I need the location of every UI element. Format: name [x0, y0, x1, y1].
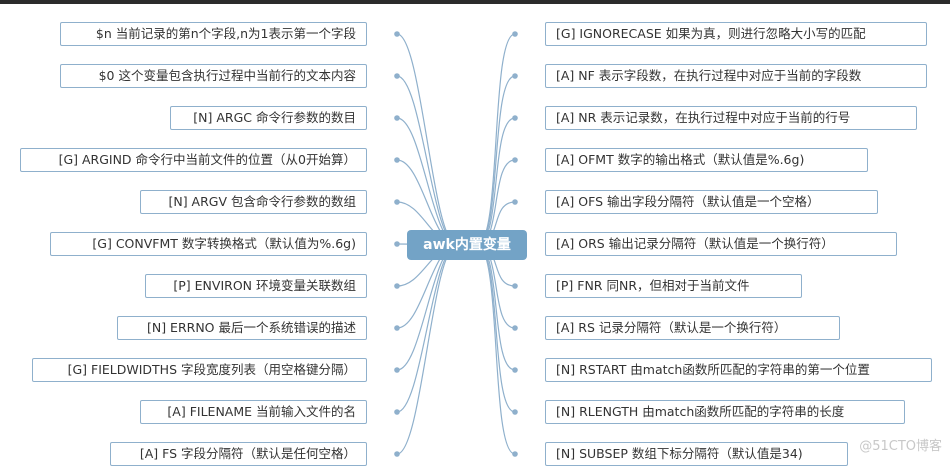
right-node-6[interactable]: [A] ORS 输出记录分隔符（默认值是一个换行符） — [545, 232, 897, 256]
right-node-9-dot — [512, 367, 518, 373]
left-node-6-dot — [394, 241, 400, 247]
left-node-9-dot — [394, 367, 400, 373]
left-node-6[interactable]: [G] CONVFMT 数字转换格式（默认值为%.6g) — [50, 232, 367, 256]
left-node-3[interactable]: [N] ARGC 命令行参数的数目 — [170, 106, 367, 130]
right-node-11-link — [476, 244, 516, 455]
left-node-11-link — [396, 244, 458, 455]
right-node-2-dot — [512, 73, 518, 79]
left-node-2-dot — [394, 73, 400, 79]
right-node-7-dot — [512, 283, 518, 289]
central-topic[interactable]: awk内置变量 — [407, 230, 527, 260]
left-node-4[interactable]: [G] ARGIND 命令行中当前文件的位置（从0开始算） — [20, 148, 367, 172]
right-node-8-dot — [512, 325, 518, 331]
right-node-3-dot — [512, 115, 518, 121]
left-node-1[interactable]: $n 当前记录的第n个字段,n为1表示第一个字段 — [60, 22, 367, 46]
top-bar — [0, 0, 950, 4]
right-node-5[interactable]: [A] OFS 输出字段分隔符（默认值是一个空格） — [545, 190, 878, 214]
left-node-11[interactable]: [A] FS 字段分隔符（默认是任何空格） — [110, 442, 367, 466]
watermark-text: @51CTO博客 — [859, 439, 942, 454]
left-node-10[interactable]: [A] FILENAME 当前输入文件的名 — [140, 400, 367, 424]
right-node-4-dot — [512, 157, 518, 163]
left-node-9[interactable]: [G] FIELDWIDTHS 字段宽度列表（用空格键分隔） — [32, 358, 367, 382]
right-node-3[interactable]: [A] NR 表示记录数，在执行过程中对应于当前的行号 — [545, 106, 917, 130]
left-node-3-dot — [394, 115, 400, 121]
left-node-8-dot — [394, 325, 400, 331]
left-node-2[interactable]: $0 这个变量包含执行过程中当前行的文本内容 — [60, 64, 367, 88]
right-node-10[interactable]: [N] RLENGTH 由match函数所匹配的字符串的长度 — [545, 400, 905, 424]
right-node-11[interactable]: [N] SUBSEP 数组下标分隔符（默认值是34) — [545, 442, 848, 466]
left-node-10-link — [396, 244, 458, 413]
left-node-8[interactable]: [N] ERRNO 最后一个系统错误的描述 — [117, 316, 367, 340]
right-node-8[interactable]: [A] RS 记录分隔符（默认是一个换行符） — [545, 316, 840, 340]
right-node-2-link — [476, 75, 516, 246]
right-node-11-dot — [512, 451, 518, 457]
right-node-9[interactable]: [N] RSTART 由match函数所匹配的字符串的第一个位置 — [545, 358, 932, 382]
left-node-1-dot — [394, 31, 400, 37]
right-node-1-dot — [512, 31, 518, 37]
left-node-11-dot — [394, 451, 400, 457]
left-node-2-link — [396, 75, 458, 246]
left-node-5[interactable]: [N] ARGV 包含命令行参数的数组 — [140, 190, 367, 214]
right-node-10-link — [476, 244, 516, 413]
right-node-10-dot — [512, 409, 518, 415]
right-node-5-dot — [512, 199, 518, 205]
left-node-10-dot — [394, 409, 400, 415]
right-node-2[interactable]: [A] NF 表示字段数，在执行过程中对应于当前的字段数 — [545, 64, 927, 88]
right-node-1-link — [476, 33, 516, 246]
right-node-7[interactable]: [P] FNR 同NR，但相对于当前文件 — [545, 274, 802, 298]
left-node-7-dot — [394, 283, 400, 289]
left-node-4-dot — [394, 157, 400, 163]
right-node-4[interactable]: [A] OFMT 数字的输出格式（默认值是%.6g) — [545, 148, 868, 172]
left-node-1-link — [396, 33, 458, 246]
left-node-5-dot — [394, 199, 400, 205]
right-node-1[interactable]: [G] IGNORECASE 如果为真，则进行忽略大小写的匹配 — [545, 22, 927, 46]
left-node-7[interactable]: [P] ENVIRON 环境变量关联数组 — [145, 274, 367, 298]
